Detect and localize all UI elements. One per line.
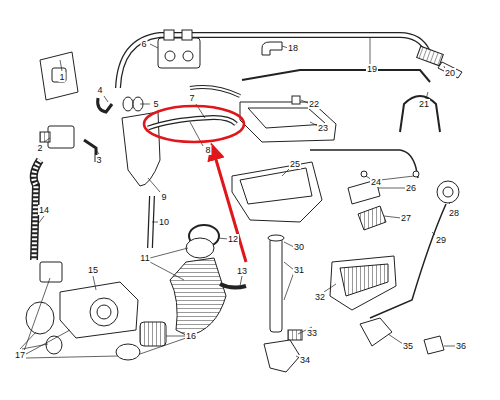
highlight-ellipse [144, 106, 244, 142]
callout-number: 24 [370, 177, 382, 187]
callout-number: 12 [227, 234, 239, 244]
callout-number: 28 [448, 208, 460, 218]
callout-number: 13 [236, 266, 248, 276]
callout-number: 27 [400, 213, 412, 223]
callout-number: 20 [444, 68, 456, 78]
callout-number: 30 [293, 242, 305, 252]
callout-number: 23 [317, 123, 329, 133]
callout-number: 10 [158, 217, 170, 227]
callout-number: 32 [314, 292, 326, 302]
callout-number: 6 [140, 39, 147, 49]
callout-number: 19 [366, 64, 378, 74]
callout-number: 33 [306, 328, 318, 338]
callout-number: 15 [87, 265, 99, 275]
callout-number: 4 [96, 85, 103, 95]
callout-number: 29 [435, 235, 447, 245]
callout-number: 36 [455, 341, 467, 351]
callout-number: 25 [289, 159, 301, 169]
callout-number: 14 [38, 205, 50, 215]
callout-number: 3 [95, 155, 102, 165]
callout-number: 35 [402, 341, 414, 351]
callout-number: 1 [58, 72, 65, 82]
callout-number: 34 [299, 355, 311, 365]
callout-number: 5 [152, 99, 159, 109]
callout-number: 7 [188, 93, 195, 103]
callout-number: 21 [418, 99, 430, 109]
callout-number: 17 [14, 350, 26, 360]
highlight-arrow [212, 146, 246, 262]
callout-number: 22 [308, 99, 320, 109]
callout-number: 26 [405, 183, 417, 193]
callout-number: 9 [160, 192, 167, 202]
callout-number: 8 [204, 145, 211, 155]
callout-number: 31 [293, 265, 305, 275]
callout-number: 18 [287, 43, 299, 53]
callout-number: 16 [185, 331, 197, 341]
callout-number: 2 [36, 143, 43, 153]
callout-number: 11 [139, 253, 150, 263]
